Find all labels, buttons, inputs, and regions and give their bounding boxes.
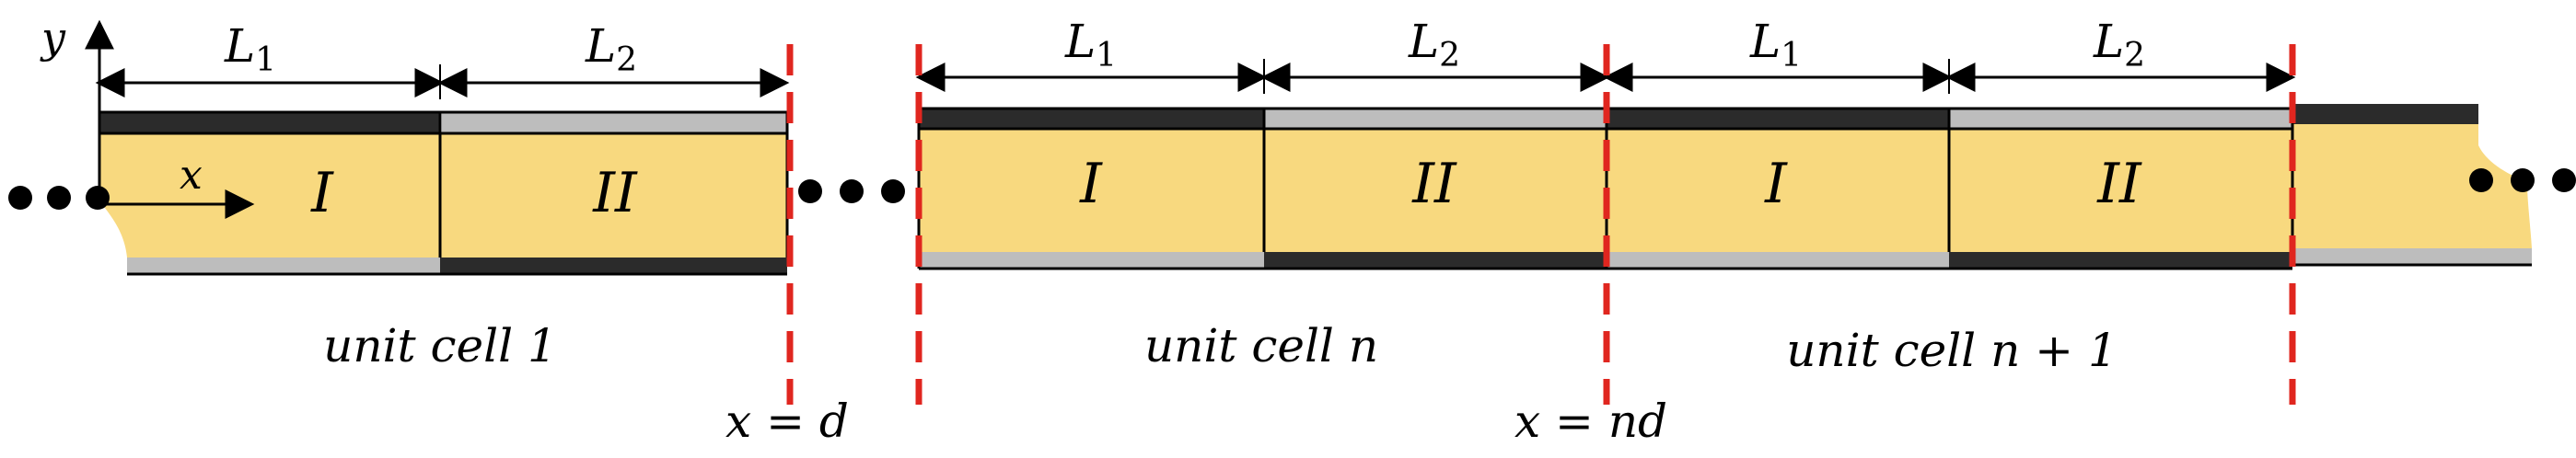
- unit-cell-1-segment: [98, 110, 789, 276]
- region-1-label-n: I: [1079, 152, 1103, 216]
- region-2-label: II: [592, 161, 638, 225]
- ellipsis-icon: [798, 179, 905, 203]
- top-layer-dark-n1: [1607, 109, 1949, 129]
- boundary-captions: x = d x = nd: [725, 395, 1667, 448]
- boundary-x-nd-label: x = nd: [1514, 395, 1667, 448]
- core-chain: [919, 123, 2532, 252]
- y-axis-label: y: [40, 13, 66, 63]
- region-labels: I II I II I II: [310, 152, 2142, 225]
- coordinate-axes: y x: [40, 13, 255, 219]
- region-1-label-n1: I: [1764, 152, 1788, 216]
- l1-subscript: 1: [255, 41, 276, 79]
- top-layer-light-n1: [1949, 109, 2292, 129]
- l2-label: L2: [585, 19, 637, 79]
- unit-cell-n-plus-1-caption: unit cell n + 1: [1786, 324, 2118, 377]
- unit-cell-n-caption: unit cell n: [1144, 319, 1378, 372]
- bottom-layer-dark-n: [1264, 252, 1607, 269]
- core-cell-1: [99, 133, 787, 258]
- boundary-x-d-label: x = d: [725, 395, 849, 448]
- ellipsis-icon: [8, 186, 110, 210]
- bottom-layer-dark-1: [440, 258, 787, 274]
- l2-label-n: L2: [1408, 15, 1460, 74]
- region-2-label-n1: II: [2096, 152, 2142, 216]
- top-layer-light-1: [442, 112, 787, 133]
- bottom-layer-light-n: [919, 252, 1264, 269]
- period-boundaries: [786, 44, 2296, 405]
- l1-label-n1: L1: [1749, 15, 1802, 74]
- periodic-chain-segment: [917, 104, 2532, 270]
- l1-label: L1: [224, 19, 276, 79]
- unit-cell-1-caption: unit cell 1: [323, 319, 557, 372]
- region-1-label: I: [310, 161, 334, 225]
- x-axis-label: x: [180, 152, 203, 199]
- bottom-layer-dark-n1: [1949, 252, 2292, 269]
- l2-subscript: 2: [616, 41, 637, 79]
- top-layer-light-n: [1264, 109, 1607, 129]
- l1-label-n: L1: [1064, 15, 1117, 74]
- top-layer-dark-next: [2292, 104, 2478, 124]
- region-2-label-n: II: [1411, 152, 1457, 216]
- bottom-layer-light-n1: [1607, 252, 1949, 269]
- unit-cell-captions: unit cell 1 unit cell n unit cell n + 1: [323, 319, 2118, 377]
- l2-label-n1: L2: [2093, 15, 2145, 74]
- bottom-layer-light-next: [2292, 248, 2532, 265]
- ellipsis-icon: [2469, 168, 2576, 192]
- length-dimensions: L1 L2 L1 L2 L1 L2: [95, 15, 2296, 99]
- top-layer-dark-1: [99, 112, 440, 133]
- top-layer-dark-n: [919, 109, 1264, 129]
- bottom-layer-light-1: [127, 258, 440, 274]
